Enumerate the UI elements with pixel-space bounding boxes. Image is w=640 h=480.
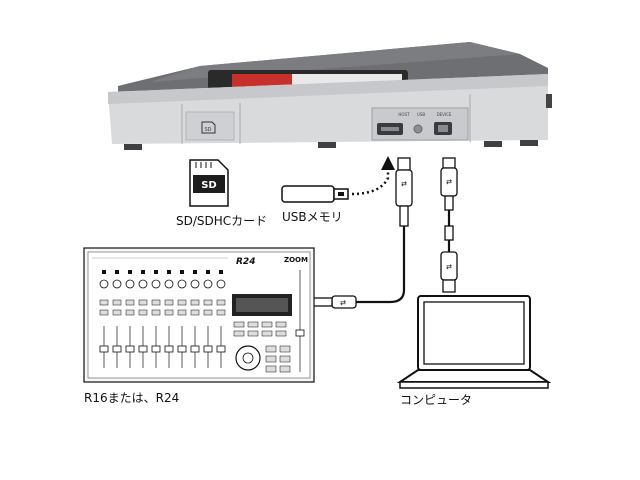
sd-slot-icon: SD — [201, 121, 216, 134]
svg-text:SD: SD — [201, 180, 217, 191]
usb-memory-label: USBメモリ — [282, 210, 343, 224]
usb-a-plug-mixer: ⇄ — [311, 295, 357, 309]
usb-b-plug-top: ⇄ — [440, 157, 458, 211]
recorder-side-view: SD HOST USB DEVICE — [108, 42, 552, 150]
usb-memory-stick-icon — [281, 185, 349, 203]
channel-strips — [99, 270, 226, 368]
laptop-icon — [396, 295, 552, 389]
svg-text:⇄: ⇄ — [446, 263, 452, 271]
port-label-device: DEVICE — [437, 112, 452, 117]
usb-cable-mixer — [356, 226, 406, 304]
svg-text:⇄: ⇄ — [340, 299, 346, 307]
computer-label: コンピュータ — [400, 393, 473, 407]
mixer-label: R16または、R24 — [84, 391, 180, 405]
svg-text:SD: SD — [204, 127, 211, 133]
usb-a-plug-computer: ⇄ — [440, 225, 458, 293]
mixer-brand: ZOOM — [284, 256, 308, 264]
sd-card-label: SD/SDHCカード — [176, 214, 268, 228]
svg-text:⇄: ⇄ — [446, 178, 452, 186]
mixer-model: R24 — [236, 257, 255, 267]
port-label-host: HOST — [398, 112, 410, 117]
mixer-panel: R24 ZOOM — [83, 247, 315, 383]
port-label-usb: USB — [417, 112, 425, 117]
svg-text:⇄: ⇄ — [401, 180, 407, 188]
usb-a-plug-top: ⇄ — [395, 157, 413, 227]
sd-card-icon: SD — [189, 159, 229, 207]
dotted-arrow — [351, 156, 395, 196]
